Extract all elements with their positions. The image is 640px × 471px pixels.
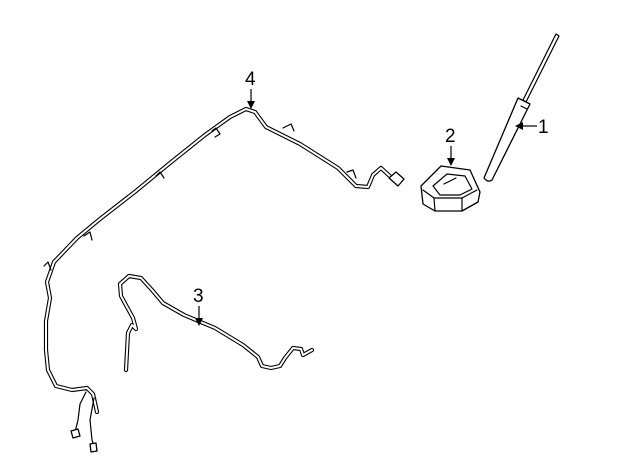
callout-4-label: 4 (245, 69, 256, 90)
callout-4: 4 (245, 69, 256, 109)
callout-2: 2 (445, 126, 456, 166)
part-4-main-harness (43, 106, 405, 453)
callout-3: 3 (193, 286, 204, 326)
part-2-antenna-base (420, 165, 481, 212)
callout-1: 1 (515, 117, 549, 138)
callout-2-label: 2 (445, 126, 456, 147)
callout-1-label: 1 (538, 117, 549, 138)
callout-3-label: 3 (193, 286, 204, 307)
part-3-cable (117, 273, 315, 373)
part-1-antenna-mast (483, 33, 560, 182)
